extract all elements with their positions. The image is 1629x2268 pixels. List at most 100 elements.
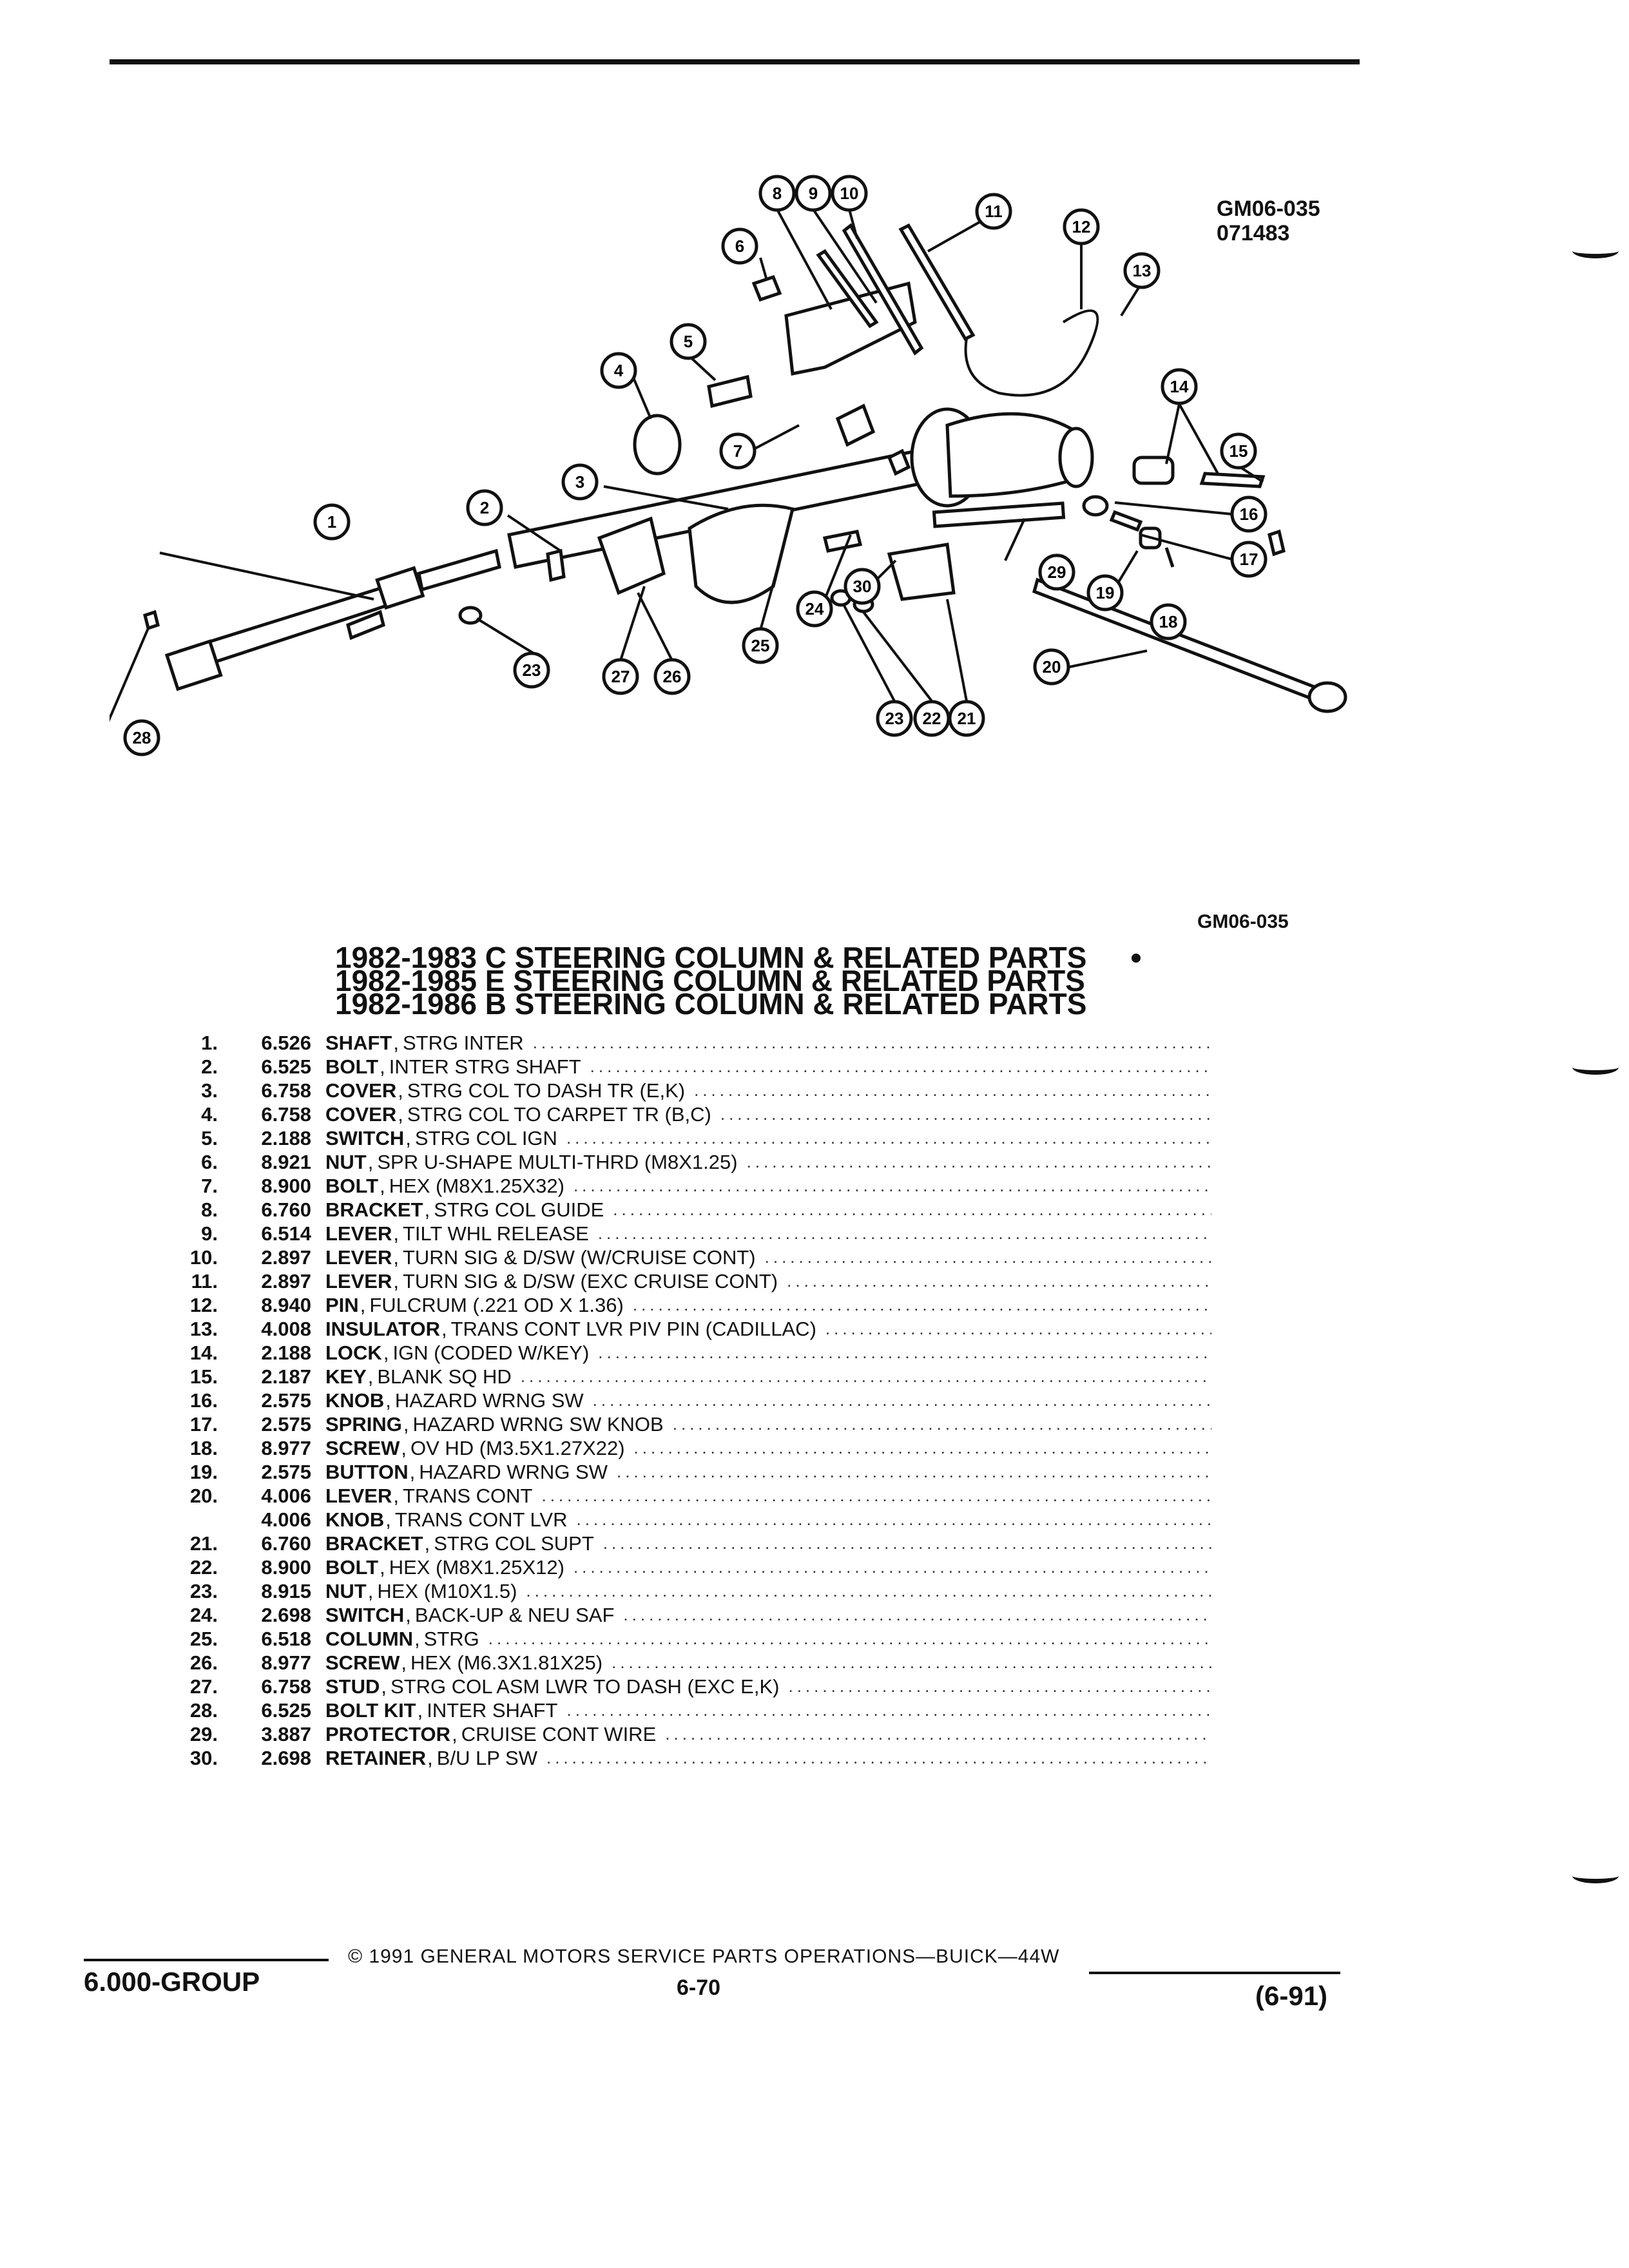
callout-10: 10	[831, 175, 868, 212]
callout-24: 24	[796, 590, 833, 628]
part-number: 6.	[201, 1150, 218, 1173]
callout-12: 12	[1063, 208, 1100, 245]
svg-text:11: 11	[985, 202, 1003, 221]
svg-text:23: 23	[523, 660, 541, 680]
part-description: STRG COL IGN	[414, 1126, 557, 1149]
part-description: TRANS CONT LVR PIV PIN (CADILLAC)	[450, 1317, 816, 1340]
footer-rule-right	[1089, 1972, 1340, 1974]
callout-29: 29	[1038, 553, 1075, 591]
callout-11: 11	[975, 193, 1012, 230]
part-group-code: 8.940	[261, 1293, 311, 1316]
part-name: INSULATOR	[325, 1317, 440, 1340]
dot-leader: ........................................…	[694, 1081, 1211, 1100]
dot-leader: ........................................…	[787, 1271, 1211, 1291]
part-name: COVER	[325, 1079, 397, 1102]
dot-leader: ........................................…	[546, 1748, 1211, 1767]
svg-text:10: 10	[840, 184, 859, 203]
part-number: 8.	[201, 1198, 218, 1221]
svg-text:19: 19	[1096, 583, 1115, 602]
part-separator: ,	[398, 1079, 403, 1102]
part-group-code: 2.188	[261, 1341, 311, 1364]
part-number: 24.	[189, 1603, 218, 1626]
dot-leader: ........................................…	[573, 1176, 1211, 1195]
part-separator: ,	[380, 1555, 385, 1579]
part-name: KNOB	[325, 1508, 385, 1531]
part-group-code: 6.525	[261, 1055, 311, 1078]
dot-leader: ........................................…	[788, 1677, 1211, 1696]
svg-text:15: 15	[1229, 441, 1248, 461]
part-group-code: 8.977	[261, 1651, 311, 1674]
part-number: 25.	[189, 1627, 218, 1650]
part-group-code: 2.575	[261, 1412, 311, 1436]
callout-30: 30	[843, 568, 881, 605]
part-separator: ,	[441, 1317, 447, 1340]
svg-text:8: 8	[773, 184, 782, 203]
svg-text:7: 7	[733, 441, 742, 461]
steering-column-exploded-diagram: 1 2 3 4 5 6 7 8 9 10 11 12 13 14 15 16 1…	[110, 175, 1347, 756]
callout-22: 22	[913, 700, 950, 737]
svg-text:30: 30	[853, 577, 872, 596]
svg-text:20: 20	[1043, 657, 1061, 677]
part-group-code: 8.900	[261, 1555, 311, 1579]
part-separator: ,	[380, 1055, 385, 1078]
part-name: LEVER	[325, 1484, 392, 1507]
part-name: KNOB	[325, 1389, 385, 1412]
dot-leader: ........................................…	[488, 1629, 1211, 1648]
part-separator: ,	[401, 1436, 407, 1459]
part-name: PROTECTOR	[325, 1722, 451, 1745]
svg-text:23: 23	[885, 709, 904, 728]
dot-leader: ........................................…	[590, 1057, 1211, 1076]
part-name: LEVER	[325, 1269, 392, 1293]
part-separator: ,	[385, 1389, 391, 1412]
footer-date: (6-91)	[1255, 1981, 1328, 2011]
dot-leader: ........................................…	[532, 1033, 1211, 1052]
part-description: FULCRUM (.221 OD X 1.36)	[369, 1293, 624, 1316]
dot-leader: ........................................…	[597, 1224, 1211, 1243]
callout-16: 16	[1230, 495, 1268, 533]
svg-text:5: 5	[684, 332, 693, 351]
part-name: KEY	[325, 1365, 367, 1388]
part-group-code: 2.897	[261, 1245, 311, 1269]
svg-text:22: 22	[923, 709, 941, 728]
part-separator: ,	[367, 1150, 374, 1173]
part-description: INTER STRG SHAFT	[389, 1055, 581, 1078]
callout-7: 7	[719, 432, 757, 470]
part-number: 3.	[201, 1079, 218, 1102]
diagram-caption: GM06-035	[1197, 911, 1289, 932]
part-separator: ,	[398, 1102, 403, 1126]
top-rule	[110, 59, 1360, 64]
svg-text:12: 12	[1072, 217, 1091, 236]
part-group-code: 8.921	[261, 1150, 311, 1173]
section-titles: 1982-1983 C STEERING COLUMN & RELATED PA…	[335, 943, 1086, 1019]
part-description: STRG COL ASM LWR TO DASH (EXC E,K)	[390, 1675, 780, 1698]
part-description: HAZARD WRNG SW	[394, 1389, 584, 1412]
part-description: SPR U-SHAPE MULTI-THRD (M8X1.25)	[377, 1150, 738, 1173]
part-group-code: 6.758	[261, 1079, 311, 1102]
part-separator: ,	[414, 1627, 420, 1650]
part-name: STUD	[325, 1675, 380, 1698]
dot-leader: ........................................…	[526, 1581, 1211, 1600]
part-number: 20.	[189, 1484, 218, 1507]
svg-text:4: 4	[614, 361, 624, 380]
part-number: 16.	[189, 1389, 218, 1412]
part-number: 18.	[189, 1436, 218, 1459]
part-name: BRACKET	[325, 1532, 423, 1555]
part-separator: ,	[393, 1245, 399, 1269]
footer-group: 6.000-GROUP	[84, 1966, 260, 1997]
callout-20: 20	[1033, 648, 1070, 686]
part-group-code: 2.188	[261, 1126, 311, 1149]
dot-leader: ........................................…	[616, 1462, 1211, 1481]
part-separator: ,	[427, 1746, 433, 1769]
dot-leader: ........................................…	[665, 1724, 1211, 1744]
part-description: OV HD (M3.5X1.27X22)	[410, 1436, 625, 1459]
part-description: TRANS CONT LVR	[394, 1508, 568, 1531]
part-group-code: 2.187	[261, 1365, 311, 1388]
